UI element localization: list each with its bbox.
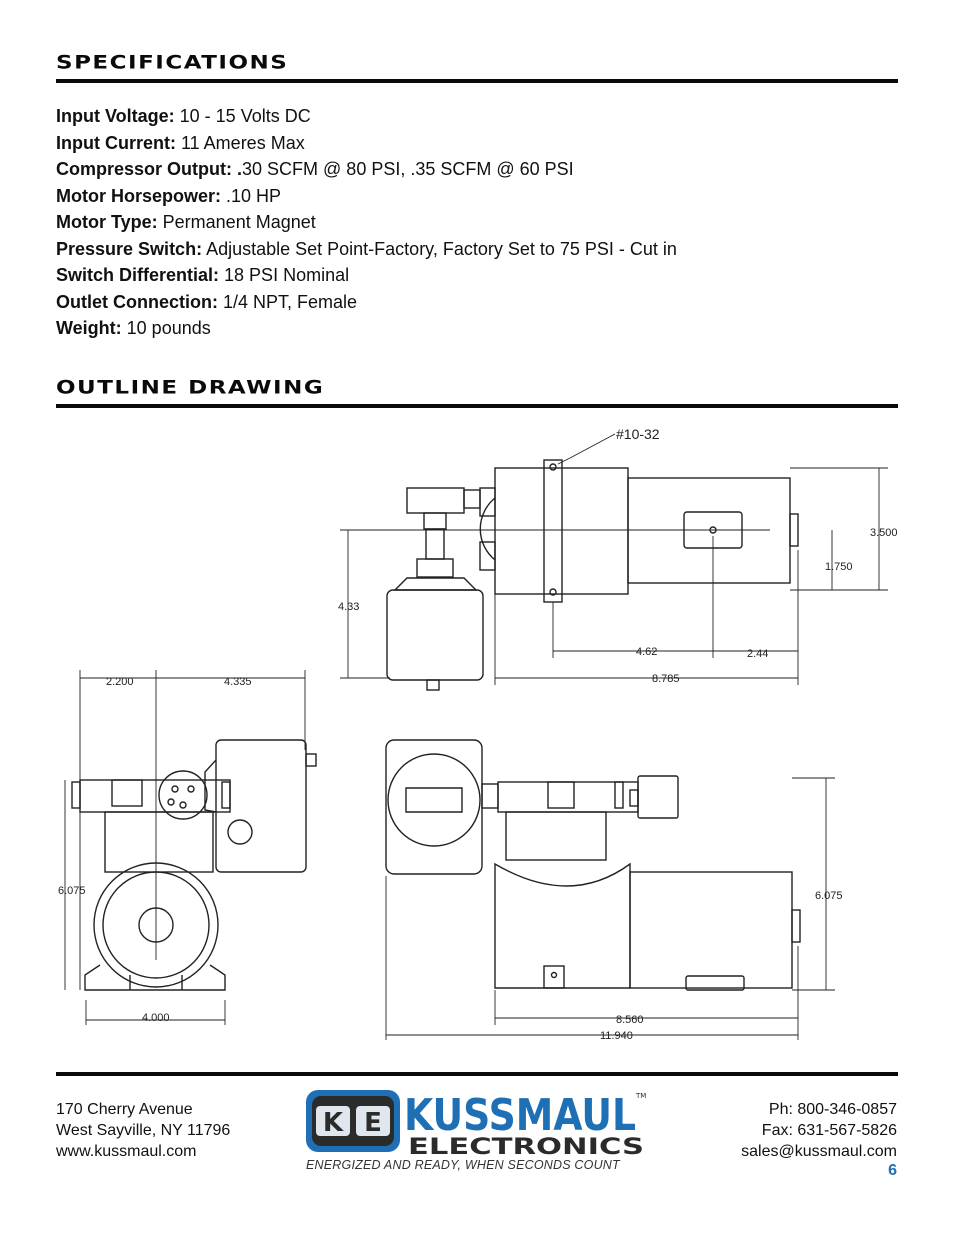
dim-side-base: 4.000 <box>142 1012 170 1024</box>
dim-len-total-top: 8.785 <box>652 673 680 685</box>
top-view <box>340 433 888 691</box>
footer-address: 170 Cherry Avenue West Sayville, NY 1179… <box>56 1099 230 1162</box>
spec-item: Outlet Connection: 1/4 NPT, Female <box>56 291 358 312</box>
address-line: 170 Cherry Avenue <box>56 1101 193 1118</box>
phone-number: Ph: 800-346-0857 <box>768 1101 897 1118</box>
dim-side-a: 2.200 <box>106 676 134 688</box>
outline-heading: OUTLINE DRAWING <box>56 377 325 399</box>
dim-height-total: 3.500 <box>870 527 898 539</box>
footer-contact: Ph: 800-346-0857 Fax: 631-567-5826 sales… <box>741 1099 897 1162</box>
logo-name: KUSSMAUL <box>404 1090 636 1141</box>
footer-rule <box>56 1072 898 1076</box>
side-view <box>64 670 317 1025</box>
dim-thread: #10-32 <box>616 426 660 442</box>
spec-item: Input Current: 11 Ameres Max <box>56 132 305 153</box>
dim-len-a: 4.62 <box>636 646 657 658</box>
specifications-rule <box>56 79 898 83</box>
spec-item: Pressure Switch: Adjustable Set Point-Fa… <box>56 238 677 259</box>
spec-item: Motor Type: Permanent Magnet <box>56 212 316 232</box>
logo-tagline: ENERGIZED AND READY, WHEN SECONDS COUNT <box>306 1158 620 1172</box>
email-link[interactable]: sales@kussmaul.com <box>741 1143 897 1160</box>
front-view <box>385 739 835 1040</box>
spec-item: Input Voltage: 10 - 15 Volts DC <box>56 106 311 126</box>
spec-item: Compressor Output: .30 SCFM @ 80 PSI, .3… <box>56 159 574 179</box>
dim-side-height: 6.075 <box>58 885 86 897</box>
spec-item: Switch Differential: 18 PSI Nominal <box>56 265 350 285</box>
dim-front-height: 6.075 <box>815 890 843 902</box>
spec-item: Motor Horsepower: .10 HP <box>56 185 282 206</box>
dim-front-total: 11.940 <box>600 1030 633 1042</box>
outline-drawing: #10-32 3.500 1.750 4.33 4.62 2.44 8.785 … <box>58 426 898 1042</box>
logo-mark-k: K <box>323 1108 344 1138</box>
website-link[interactable]: www.kussmaul.com <box>56 1143 197 1160</box>
specifications-heading: SPECIFICATIONS <box>56 52 289 74</box>
kussmaul-logo: K E KUSSMAUL TM ELECTRONICS <box>306 1090 646 1158</box>
page-number: 6 <box>888 1162 897 1179</box>
dim-front-len: 8.560 <box>616 1014 644 1026</box>
specifications-list: Input Voltage: 10 - 15 Volts DC Input Cu… <box>56 103 677 342</box>
spec-item: Weight: 10 pounds <box>56 318 211 338</box>
logo-tm: TM <box>635 1092 646 1100</box>
logo-sub: ELECTRONICS <box>408 1135 644 1158</box>
dim-side-b: 4.335 <box>224 676 252 688</box>
dim-height-center: 1.750 <box>825 561 853 573</box>
outline-rule <box>56 404 898 408</box>
dim-height-left: 4.33 <box>338 601 359 613</box>
address-line: West Sayville, NY 11796 <box>56 1122 231 1139</box>
fax-number: Fax: 631-567-5826 <box>761 1122 897 1139</box>
dim-len-b: 2.44 <box>747 648 768 660</box>
logo-mark-e: E <box>364 1108 382 1138</box>
